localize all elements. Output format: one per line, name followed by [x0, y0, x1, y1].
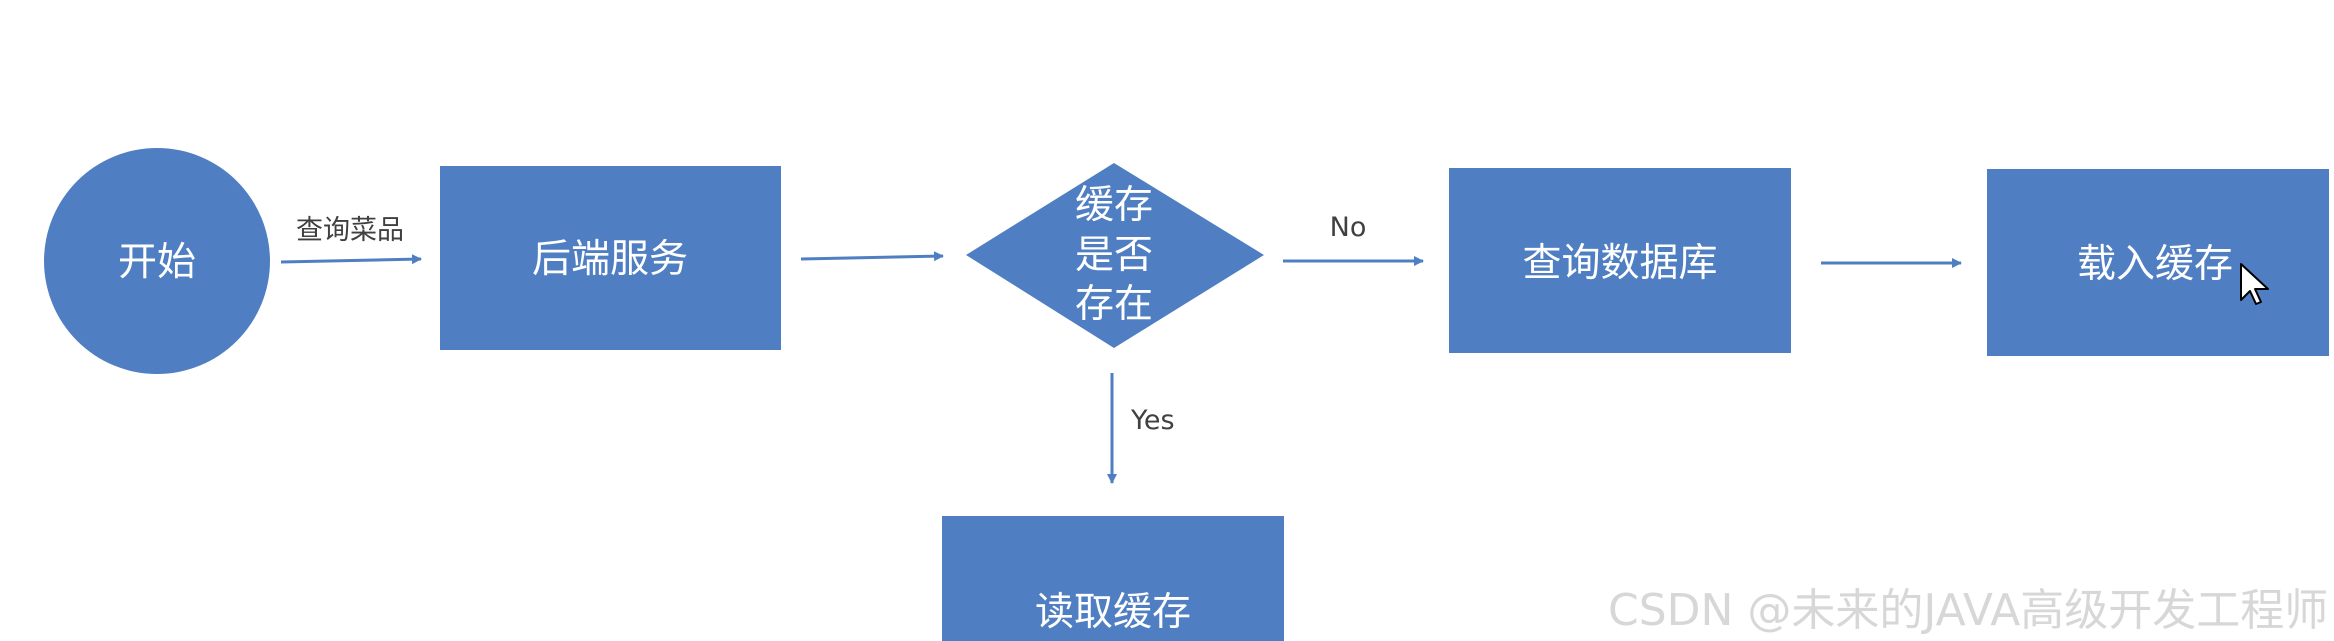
query-database-label: 查询数据库 — [1522, 241, 1717, 286]
load-cache-node: 载入缓存 — [1987, 169, 2329, 356]
cache-exists-decision-node: 缓存 是否 存在 — [966, 163, 1264, 348]
backend-service-box — [440, 166, 781, 350]
query-database-node: 查询数据库 — [1449, 168, 1791, 353]
load-cache-label: 载入缓存 — [2077, 242, 2233, 287]
backend-service-label: 后端服务 — [532, 237, 688, 282]
decision-diamond — [966, 163, 1264, 348]
edge-label-yes: Yes — [1130, 405, 1175, 436]
load-cache-box — [1987, 169, 2329, 356]
start-circle — [44, 148, 270, 374]
csdn-watermark: CSDN @未来的JAVA高级开发工程师 — [1608, 585, 2329, 636]
arrow-start-to-backend — [280, 254, 422, 265]
decision-label-line3: 存在 — [1075, 282, 1153, 327]
read-cache-box — [942, 516, 1284, 641]
edge-decision-no: No — [1283, 212, 1424, 266]
edge-label-no: No — [1330, 212, 1367, 243]
start-node: 开始 — [44, 148, 270, 374]
edge-start-to-backend: 查询菜品 — [280, 215, 422, 265]
start-label: 开始 — [118, 240, 196, 285]
read-cache-label: 读取缓存 — [1035, 590, 1191, 635]
mouse-pointer-icon — [2240, 263, 2269, 305]
edge-decision-yes: Yes — [1107, 373, 1175, 484]
decision-label-line1: 缓存 — [1075, 183, 1153, 228]
backend-service-node: 后端服务 — [440, 166, 781, 350]
read-cache-node: 读取缓存 — [942, 516, 1284, 641]
query-database-box — [1449, 168, 1791, 353]
arrow-backend-to-decision — [800, 251, 944, 262]
edge-label-query-dishes: 查询菜品 — [296, 215, 404, 246]
decision-label-line2: 是否 — [1075, 233, 1153, 278]
